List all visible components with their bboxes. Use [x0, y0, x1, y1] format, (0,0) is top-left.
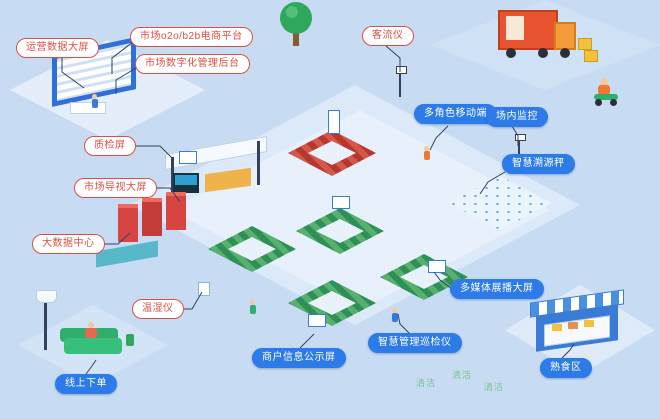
truck-door-open: [506, 16, 524, 40]
hanging-sign: [328, 110, 340, 134]
connector-market-guide-screen: [152, 187, 181, 203]
quality-screen-device: [179, 151, 197, 164]
operator-person-body: [92, 99, 98, 108]
label-online-ordering: 线上下单: [55, 374, 117, 394]
flow-sensor-icon: [396, 66, 407, 74]
server-cabinet: [118, 204, 138, 242]
potted-plant: [126, 334, 134, 346]
lamp-shade: [36, 290, 57, 303]
operator-person: [92, 94, 97, 99]
connector-deli-area: [561, 343, 575, 359]
gate-pole-right: [257, 141, 260, 185]
inspector-person: [392, 308, 398, 322]
label-operations-data-screen: 运营数据大屏: [16, 38, 99, 58]
gate-pole-left: [171, 157, 174, 201]
label-multimedia-display-screen: 多媒体展播大屏: [450, 279, 544, 299]
cargo-box: [578, 38, 592, 50]
label-multi-role-mobile: 多角色移动端: [414, 104, 497, 124]
guide-screen-glow: [175, 175, 197, 185]
produce-stall: [296, 196, 384, 254]
produce-stall: [208, 226, 296, 272]
connector-operations-data-screen: [61, 58, 85, 89]
connector-quality-inspection-screen: [128, 145, 175, 161]
connector-market-o2o-b2b-platform: [111, 41, 134, 74]
label-market-guide-screen: 市场导视大屏: [74, 178, 157, 198]
label-deli-area: 熟食区: [540, 358, 592, 378]
merchant-info-screen-device: [308, 314, 326, 327]
floor-lamp: [44, 300, 47, 350]
connector-multimedia-display-screen: [433, 271, 453, 290]
label-passenger-flow-meter: 客流仪: [362, 26, 414, 46]
cargo-box: [584, 50, 598, 62]
connector-onsite-monitoring: [511, 125, 519, 146]
server-cabinet: [166, 192, 186, 230]
label-quality-inspection-screen: 质检屏: [84, 136, 136, 156]
produce-stall: [288, 280, 376, 327]
label-smart-inspection-device: 智慧管理巡检仪: [368, 333, 462, 353]
label-smart-traceability-scale: 智慧溯源秤: [502, 154, 575, 174]
connector-multi-role-mobile: [429, 125, 449, 151]
connector-market-digital-admin: [115, 67, 137, 94]
label-merchant-info-screen: 商户信息公示屏: [252, 348, 346, 368]
server-cabinet: [142, 198, 162, 236]
label-market-digital-admin: 市场数字化管理后台: [135, 54, 250, 74]
cctv-camera-icon: [515, 134, 526, 141]
label-market-o2o-b2b-platform: 市场o2o/b2b电商平台: [130, 27, 253, 47]
label-temp-humidity-meter: 温湿仪: [132, 299, 184, 319]
cleaning-text: 清洁: [484, 382, 505, 392]
connector-online-ordering: [85, 359, 97, 375]
connector-smart-inspection-device: [397, 313, 411, 335]
connector-big-data-center: [102, 232, 131, 245]
sofa-seat: [64, 338, 122, 354]
cleaning-text: 清洁: [452, 370, 473, 380]
connector-passenger-flow-meter: [385, 45, 401, 72]
connector-merchant-info-screen: [299, 333, 315, 349]
humidity-device: [198, 282, 210, 296]
label-onsite-monitoring: 场内监控: [486, 107, 548, 127]
multimedia-screen-device: [428, 260, 446, 273]
label-big-data-center: 大数据中心: [32, 234, 105, 254]
shopper-person: [250, 300, 256, 314]
sitting-person: [88, 322, 94, 328]
stall-screen-device: [332, 196, 350, 209]
connector-smart-traceability-scale: [479, 171, 506, 195]
meat-stall: [288, 110, 376, 176]
person-with-phone: [424, 146, 430, 160]
cleaning-text: 清洁: [416, 378, 437, 388]
